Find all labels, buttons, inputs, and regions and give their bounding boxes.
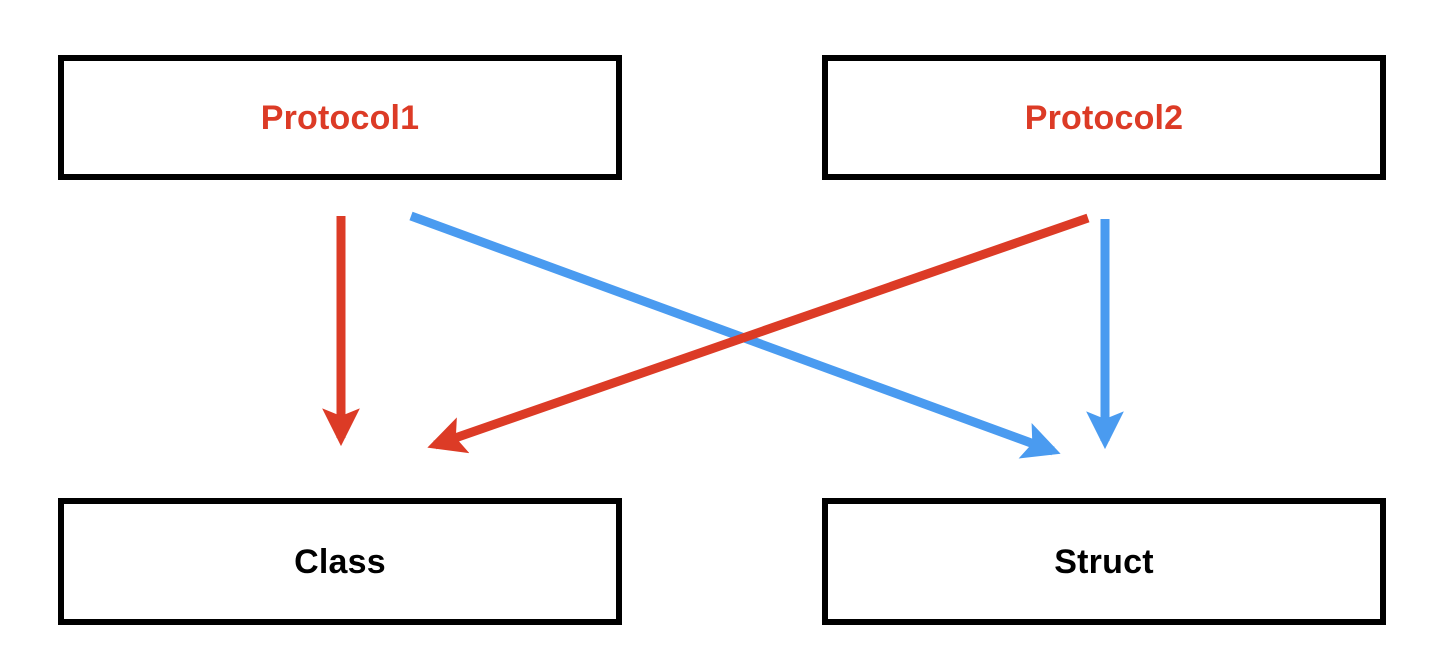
node-class-label: Class <box>294 542 386 581</box>
node-protocol2[interactable]: Protocol2 <box>822 55 1386 180</box>
node-protocol1[interactable]: Protocol1 <box>58 55 622 180</box>
arrow-protocol2-to-class[interactable] <box>427 213 1090 454</box>
node-protocol1-label: Protocol1 <box>260 98 420 137</box>
node-protocol2-label: Protocol2 <box>1024 98 1184 137</box>
node-struct-label: Struct <box>1054 542 1154 581</box>
node-struct[interactable]: Struct <box>822 498 1386 625</box>
node-class[interactable]: Class <box>58 498 622 625</box>
arrow-protocol1-to-struct[interactable] <box>409 211 1061 459</box>
